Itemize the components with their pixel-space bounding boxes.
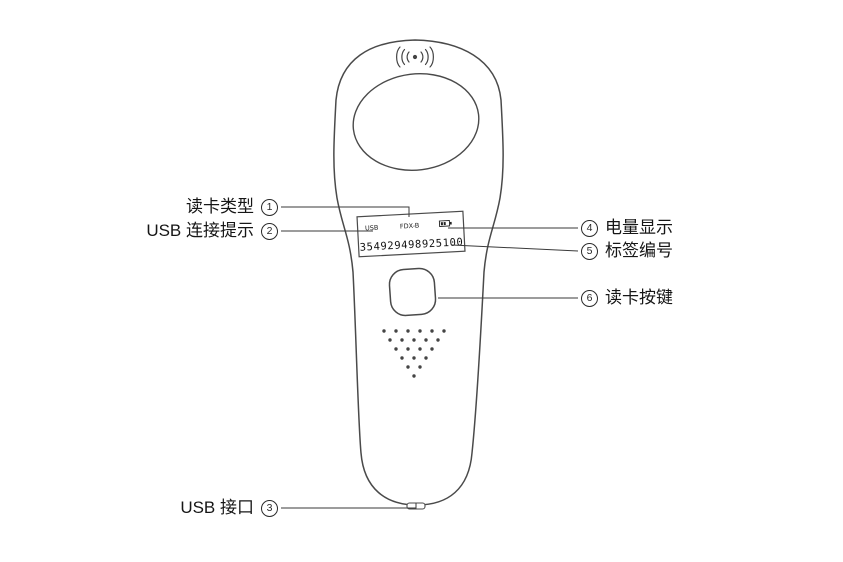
callout-read-button: 6 读卡按键 (581, 288, 673, 308)
antenna-icon (396, 46, 434, 68)
callout-tag-number: 5 标签编号 (581, 241, 673, 261)
callout-read-button-label: 读卡按键 (605, 288, 673, 307)
screen-usb-label: USB (365, 224, 379, 233)
callout-battery-label: 电量显示 (605, 218, 673, 237)
callout-tag-number-number: 5 (581, 242, 598, 260)
callout-card-type-number: 1 (261, 198, 278, 216)
read-button (388, 267, 437, 317)
callout-tag-number-label: 标签编号 (605, 241, 673, 260)
display-screen: USB FDX-B 354929498925100 (356, 210, 466, 258)
callout-usb-port-label: USB 接口 (180, 498, 254, 517)
callout-line-tag-number (451, 244, 579, 252)
callout-card-type-label: 读卡类型 (186, 197, 254, 216)
callout-read-button-number: 6 (581, 289, 598, 307)
callout-battery: 4 电量显示 (581, 218, 673, 238)
speaker-holes (382, 329, 446, 378)
callout-usb-hint-number: 2 (261, 222, 278, 240)
tag-number-text: 354929498925100 (359, 236, 463, 253)
callout-battery-number: 4 (581, 219, 598, 237)
callout-usb-hint-label: USB 连接提示 (146, 221, 254, 240)
callout-usb-port: USB 接口 3 (180, 498, 278, 518)
callout-line-usb-port (281, 503, 417, 509)
callout-line-card-type (281, 206, 410, 217)
screen-type-label: FDX-B (400, 222, 420, 231)
callout-usb-hint: USB 连接提示 2 (146, 221, 278, 241)
battery-icon (438, 220, 452, 227)
callout-usb-port-number: 3 (261, 499, 278, 517)
callout-card-type: 读卡类型 1 (186, 197, 278, 217)
scan-window (352, 73, 480, 171)
